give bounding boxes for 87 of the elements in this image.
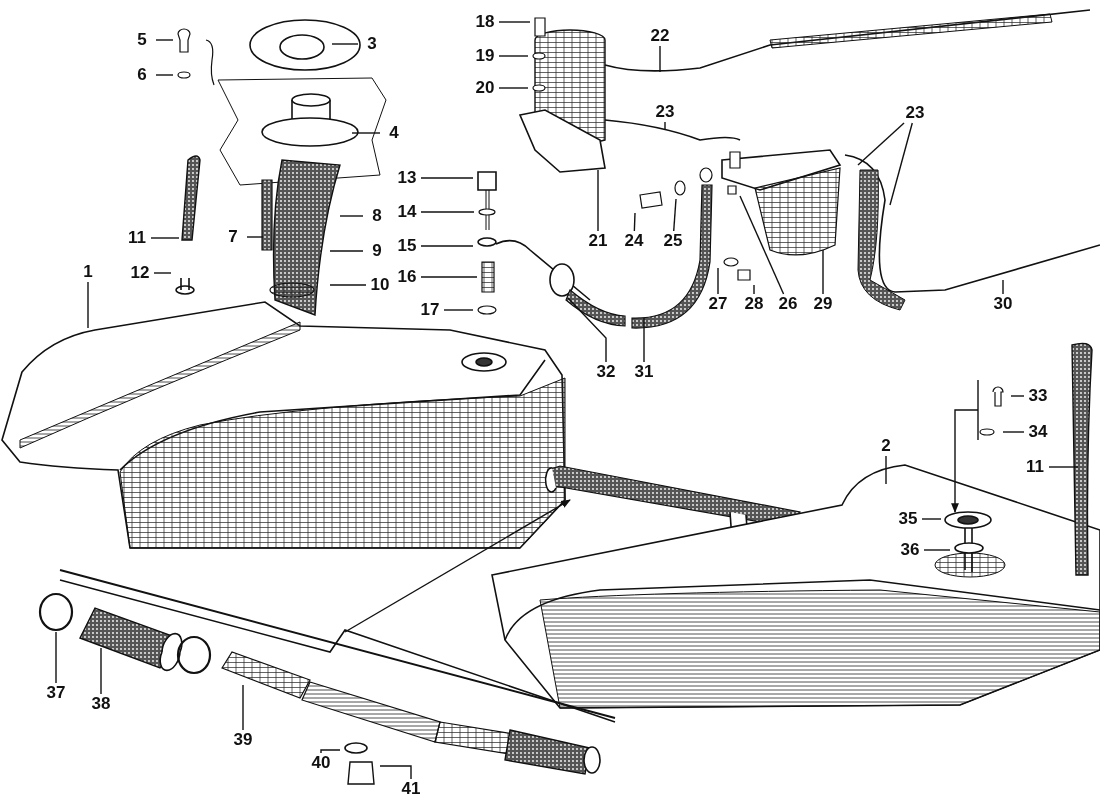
leader-line	[100, 647, 102, 695]
callout-number: 9	[363, 241, 391, 261]
leader-line	[498, 87, 529, 89]
callout-number: 8	[363, 206, 391, 226]
leader-line	[153, 272, 172, 274]
callout-number: 38	[87, 694, 115, 714]
leader-line	[155, 74, 174, 76]
callout-number: 39	[229, 730, 257, 750]
leader-line	[633, 212, 636, 232]
callout-number: 12	[126, 263, 154, 283]
leader-line	[242, 684, 244, 731]
callout-number: 35	[894, 509, 922, 529]
leader-line	[420, 211, 475, 213]
callout-number: 20	[471, 78, 499, 98]
callout-number: 7	[219, 227, 247, 247]
leader-line	[498, 21, 531, 23]
callout-number: 15	[393, 236, 421, 256]
leader-line	[329, 284, 367, 286]
callout-number: 18	[471, 12, 499, 32]
leader-line	[643, 317, 645, 363]
leader-line	[659, 45, 661, 73]
callout-number: 6	[128, 65, 156, 85]
leader-line	[1002, 431, 1025, 433]
callout-number: 3	[358, 34, 386, 54]
callout-number: 29	[809, 294, 837, 314]
callout-number: 11	[1021, 457, 1049, 477]
leader-line	[1048, 466, 1079, 468]
callout-number: 26	[774, 294, 802, 314]
leader-line	[55, 631, 57, 684]
leader-line	[597, 169, 599, 232]
callout-number: 5	[128, 30, 156, 50]
callout-number: 11	[123, 228, 151, 248]
leader-line	[567, 297, 607, 363]
callout-number: 37	[42, 683, 70, 703]
leader-line	[1010, 395, 1025, 397]
leader-line	[753, 284, 755, 295]
callout-number: 21	[584, 231, 612, 251]
leader-line	[498, 55, 529, 57]
callout-number: 32	[592, 362, 620, 382]
callout-number: 23	[651, 102, 679, 122]
callout-number: 41	[397, 779, 425, 799]
callout-number: 40	[307, 753, 335, 773]
leader-line	[857, 122, 905, 166]
leader-line	[420, 177, 474, 179]
leader-line	[155, 39, 174, 41]
callout-number: 14	[393, 202, 421, 222]
leader-line	[923, 549, 951, 551]
callout-number: 10	[366, 275, 394, 295]
callout-number: 27	[704, 294, 732, 314]
leader-line	[673, 198, 677, 232]
callout-number: 24	[620, 231, 648, 251]
callout-number: 16	[393, 267, 421, 287]
leader-line	[320, 749, 341, 754]
callout-number: 31	[630, 362, 658, 382]
leader-line	[443, 309, 474, 311]
leader-line	[351, 132, 381, 134]
leader-line	[329, 250, 364, 252]
leader-line	[717, 267, 719, 295]
leader-line	[246, 236, 264, 238]
callout-number: 25	[659, 231, 687, 251]
leader-line	[379, 765, 412, 780]
callout-number: 4	[380, 123, 408, 143]
leader-line	[889, 122, 913, 206]
callout-number: 23	[901, 103, 929, 123]
leader-line	[1002, 279, 1004, 295]
leader-line	[420, 276, 478, 278]
callout-number: 28	[740, 294, 768, 314]
callout-number: 13	[393, 168, 421, 188]
callout-number: 1	[74, 262, 102, 282]
leader-line	[664, 121, 666, 131]
leader-line	[921, 518, 942, 520]
callout-number: 2	[872, 436, 900, 456]
leader-line	[885, 455, 887, 485]
leader-line	[150, 237, 180, 239]
callout-number: 22	[646, 26, 674, 46]
leader-line	[331, 43, 359, 45]
callout-number: 17	[416, 300, 444, 320]
callout-number: 33	[1024, 386, 1052, 406]
callout-number: 34	[1024, 422, 1052, 442]
leader-line	[420, 245, 474, 247]
leader-line	[739, 195, 785, 295]
leader-line	[822, 249, 824, 295]
leader-line	[339, 215, 364, 217]
callout-number: 30	[989, 294, 1017, 314]
leader-line	[87, 281, 89, 329]
callout-number: 19	[471, 46, 499, 66]
callout-number: 36	[896, 540, 924, 560]
